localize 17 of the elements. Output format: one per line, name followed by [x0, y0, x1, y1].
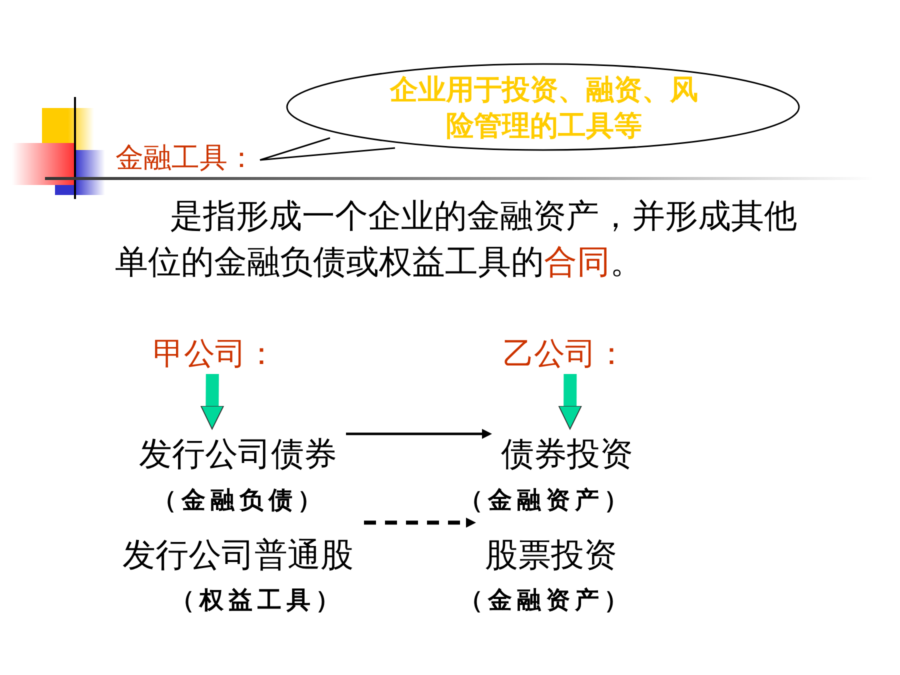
note-text: （金融资产）	[458, 486, 634, 516]
company-label: 甲公司：	[153, 336, 277, 372]
note-text: （金融资产）	[458, 586, 634, 616]
note-text: （金融负债）	[152, 487, 328, 516]
company-label: 乙公司：	[503, 336, 627, 372]
arrow	[346, 428, 492, 439]
definition-paragraph: 是指形成一个企业的金融资产，并形成其他单位的金融负债或权益工具的合同。	[115, 195, 798, 283]
arrow	[364, 518, 476, 528]
item-text: 股票投资	[485, 535, 617, 574]
heading-text: 金融工具：	[116, 141, 256, 174]
callout-text: 企业用于投资、融资、风险管理的工具等	[388, 72, 699, 144]
note-text: （权益工具）	[170, 586, 346, 616]
item-text: 债券投资	[501, 434, 633, 473]
arrow	[200, 374, 224, 430]
arrow	[558, 374, 582, 430]
item-text: 发行公司普通股	[122, 535, 354, 574]
item-text: 发行公司债券	[139, 434, 337, 473]
